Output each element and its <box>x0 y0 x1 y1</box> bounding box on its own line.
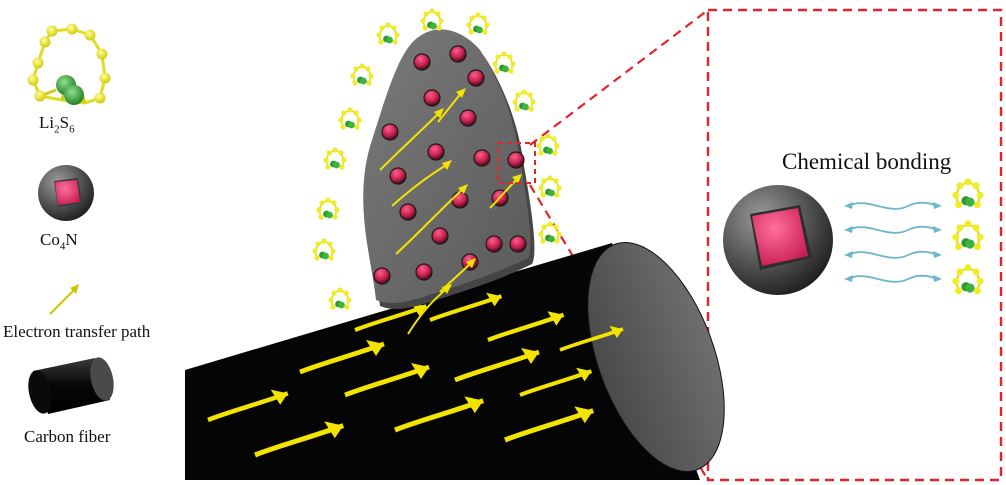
co4n-sub-4: 4 <box>59 240 66 253</box>
legend-electron-path-label: Electron transfer path <box>3 322 151 341</box>
co4n-n-text: N <box>65 230 78 249</box>
legend-co4n-sphere <box>38 165 94 221</box>
li2s6-li-text: Li <box>39 113 55 132</box>
li2s6-s-text: S <box>59 113 70 132</box>
inset-dashed-box <box>706 8 1003 482</box>
inset-li2s6-molecules <box>951 177 985 296</box>
legend-li2s6-molecule <box>27 23 111 105</box>
legend-li2s6-label: Li2S6 <box>39 113 75 135</box>
li2s6-sub-6: 6 <box>69 123 75 136</box>
legend-carbon-fiber-cylinder <box>28 357 114 414</box>
zoom-line-top <box>529 9 709 146</box>
carbon-fiber-body <box>185 242 725 480</box>
zoom-source-box <box>497 142 536 184</box>
bond-arrows <box>843 201 943 283</box>
legend-co4n-label: Co4N <box>40 230 78 252</box>
inset-title: Chemical bonding <box>782 149 952 174</box>
li2s6-sub-2: 2 <box>54 123 60 136</box>
legend-electron-path-arrow <box>49 284 79 315</box>
flake-electron-arrows <box>379 88 522 335</box>
inset-co4n-sphere <box>723 185 833 295</box>
co4n-co-text: Co <box>40 230 60 249</box>
legend-carbon-fiber-label: Carbon fiber <box>24 427 111 446</box>
